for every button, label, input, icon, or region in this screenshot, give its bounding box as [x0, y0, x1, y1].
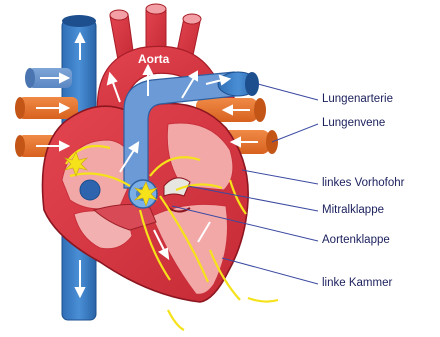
- vorhof-label: linkes Vorhofohr: [322, 178, 404, 190]
- mitralklappe-label: Mitralklappe: [322, 205, 384, 217]
- lungenvene-label: Lungenvene: [322, 118, 385, 130]
- aortenklappe-label: Aortenklappe: [322, 235, 390, 247]
- kammer-label: linke Kammer: [322, 278, 392, 290]
- aorta-label: Aorta: [138, 53, 169, 65]
- lungenarterie-label: Lungenarterie: [322, 94, 393, 106]
